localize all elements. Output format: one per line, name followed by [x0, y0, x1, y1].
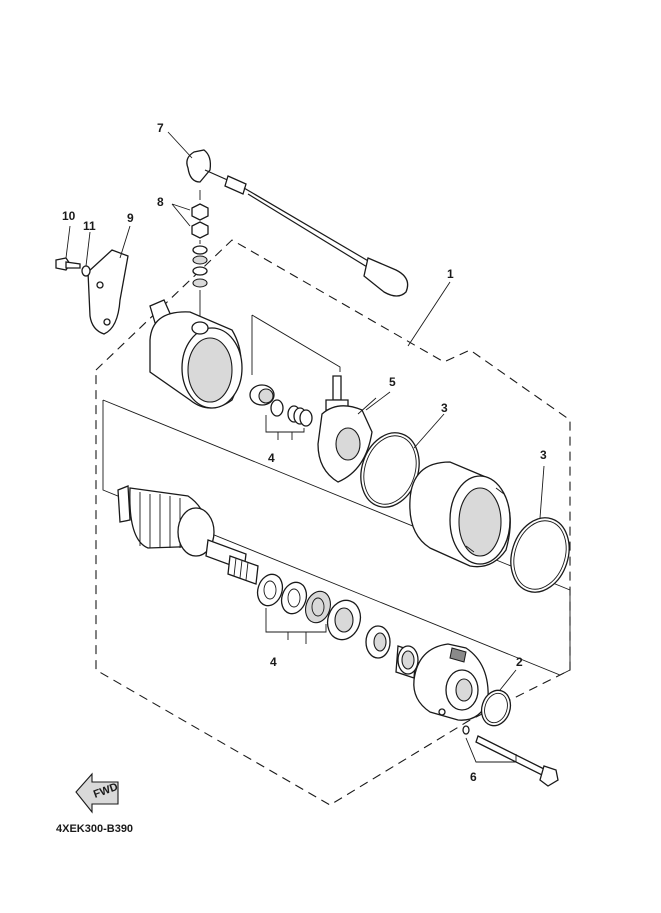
upper-bushing-set — [249, 384, 313, 440]
nut-washer-stack — [191, 190, 209, 318]
bracket-washer — [81, 265, 91, 277]
needle-bearing — [395, 645, 419, 679]
callout-8: 8 — [157, 195, 164, 209]
callout-6: 6 — [470, 770, 477, 784]
assembly-boundary — [95, 239, 571, 806]
leader-lines — [65, 131, 545, 691]
small-o-ring-inner — [484, 692, 508, 724]
callout-4-lower: 4 — [270, 655, 277, 669]
lead-wire — [186, 149, 409, 297]
callout-5: 5 — [389, 375, 396, 389]
armature-group-frame — [102, 399, 571, 676]
callout-11: 11 — [83, 219, 96, 233]
rear-cover — [149, 299, 243, 409]
through-bolt — [465, 735, 559, 787]
lower-washer-set — [256, 573, 362, 644]
callout-3-front: 3 — [540, 448, 547, 462]
o-ring-rear-inner — [363, 435, 417, 505]
armature — [117, 485, 259, 585]
callout-1: 1 — [447, 267, 454, 281]
drawing-code: 4XEK300-B390 — [56, 823, 133, 835]
bracket-bolt — [55, 257, 81, 271]
front-cover — [413, 643, 489, 721]
through-bolt-washer — [462, 725, 470, 735]
callout-7: 7 — [157, 121, 164, 135]
oil-seal — [365, 625, 391, 659]
callout-3-rear: 3 — [441, 401, 448, 415]
mount-bracket — [87, 249, 129, 335]
callout-4-upper: 4 — [268, 451, 275, 465]
callout-10: 10 — [62, 209, 76, 223]
yoke-housing — [409, 461, 511, 568]
callout-2: 2 — [516, 655, 523, 669]
fwd-arrow-icon — [75, 772, 119, 814]
brush-group-frame — [251, 314, 341, 375]
brush-holder-plate — [317, 375, 377, 483]
callout-9: 9 — [127, 211, 134, 225]
o-ring-front-inner — [513, 520, 567, 590]
o-ring-front — [510, 517, 570, 593]
